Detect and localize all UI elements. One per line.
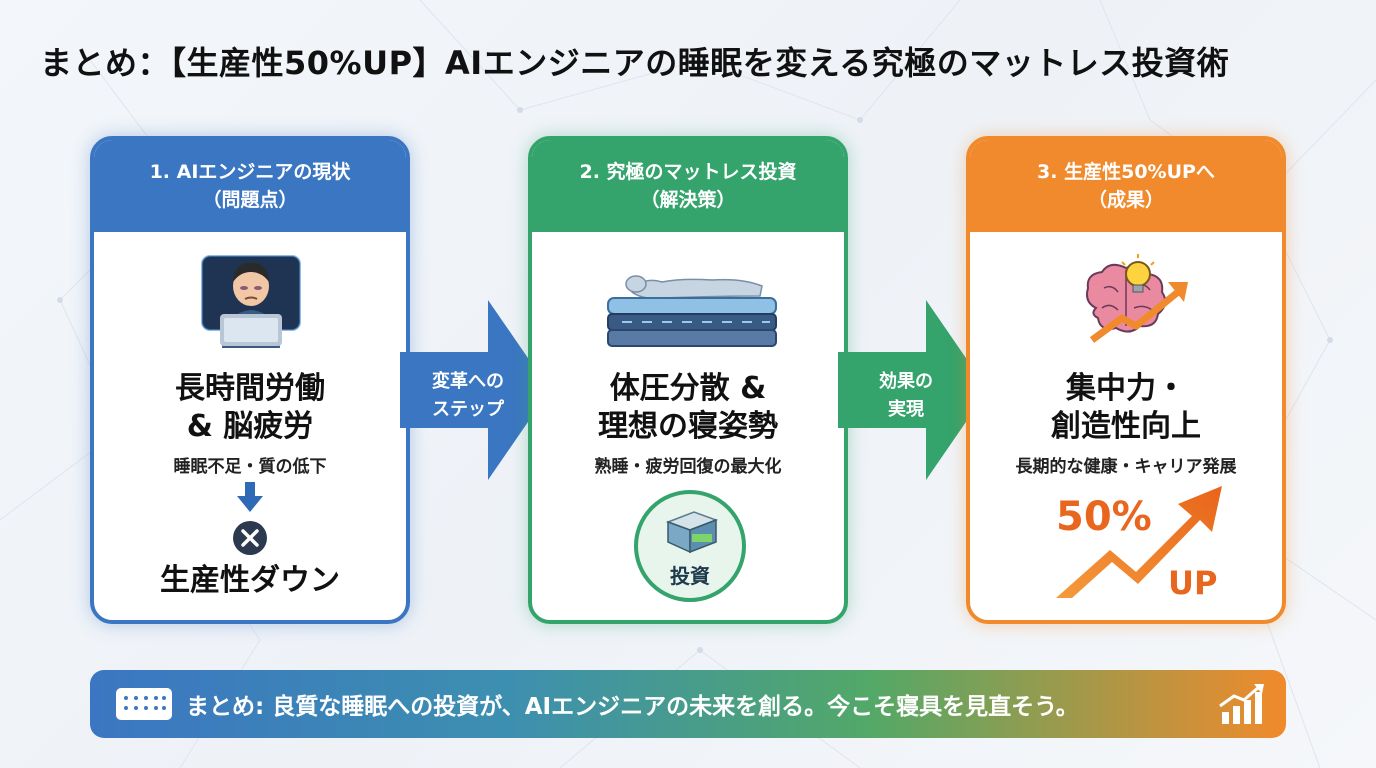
mattress-box-icon — [665, 511, 719, 554]
step-card-header: 2. 究極のマットレス投資 （解決策） — [532, 140, 844, 232]
problem-result: 生産性ダウン — [160, 563, 340, 598]
step-category: （解決策） — [640, 189, 736, 211]
solution-main-line2: 理想の寝姿勢 — [598, 409, 778, 444]
mattress-icon — [607, 275, 777, 347]
up-label: UP — [1168, 564, 1218, 602]
step-title: 2. 究極のマットレス投資 — [579, 161, 797, 183]
solution-subtext: 熟睡・疲労回復の最大化 — [594, 457, 782, 477]
summary-text: まとめ: 良質な睡眠への投資が、AIエンジニアの未来を創る。今こそ寝具を見直そう… — [186, 694, 1079, 720]
cross-circle-icon — [233, 521, 267, 555]
arrow-down-icon — [237, 482, 263, 512]
result-main-line1: 集中力・ — [1066, 371, 1186, 406]
problem-subtext: 睡眠不足・質の低下 — [173, 457, 327, 477]
step-card-result: 3. 生産性50%UPへ （成果） 集中力・ 創造性向上 長期的な健康・キャリア… — [966, 136, 1286, 624]
growth-arrow-icon — [1056, 486, 1222, 598]
result-main-line2: 創造性向上 — [1051, 409, 1201, 444]
arrow-label-line2: 実現 — [888, 399, 924, 420]
step-title: 1. AIエンジニアの現状 — [149, 161, 351, 183]
arrow-label-line1: 変革への — [432, 371, 504, 392]
arrow-right-icon — [400, 300, 550, 480]
step-card-header: 1. AIエンジニアの現状 （問題点） — [94, 140, 406, 232]
big-percent: 50% — [1056, 494, 1152, 540]
arrow-right-icon — [838, 300, 988, 480]
step-card-problem: 1. AIエンジニアの現状 （問題点） 長時間労働 & 脳疲労 睡眠不足・質の低… — [90, 136, 410, 624]
solution-main-line1: 体圧分散 & — [609, 371, 767, 406]
arrow-label-line1: 効果の — [879, 371, 933, 392]
growth-chart-icon — [1219, 684, 1264, 724]
step-title: 3. 生産性50%UPへ — [1037, 161, 1215, 183]
tired-engineer-icon — [201, 255, 301, 348]
step-card-solution: 2. 究極のマットレス投資 （解決策） 体圧分散 & 理想の寝姿勢 熟睡・疲労回… — [528, 136, 848, 624]
step-category: （成果） — [1087, 189, 1164, 211]
problem-main-line2: & 脳疲労 — [186, 409, 314, 444]
problem-main-line1: 長時間労働 — [175, 371, 325, 406]
page-title: まとめ：【生産性50%UP】AIエンジニアの睡眠を変える究極のマットレス投資術 — [40, 44, 1230, 82]
summary-banner: まとめ: 良質な睡眠への投資が、AIエンジニアの未来を創る。今こそ寝具を見直そう… — [90, 670, 1286, 738]
brain-lightbulb-growth-icon — [1086, 254, 1188, 343]
investment-badge: 投資 — [634, 490, 746, 602]
result-subtext: 長期的な健康・キャリア発展 — [1015, 457, 1237, 477]
arrow-label-line2: ステップ — [432, 399, 504, 420]
investment-badge-label: 投資 — [670, 564, 710, 588]
mattress-icon — [116, 688, 172, 720]
step-category: （問題点） — [202, 189, 298, 211]
step-card-header: 3. 生産性50%UPへ （成果） — [970, 140, 1282, 232]
